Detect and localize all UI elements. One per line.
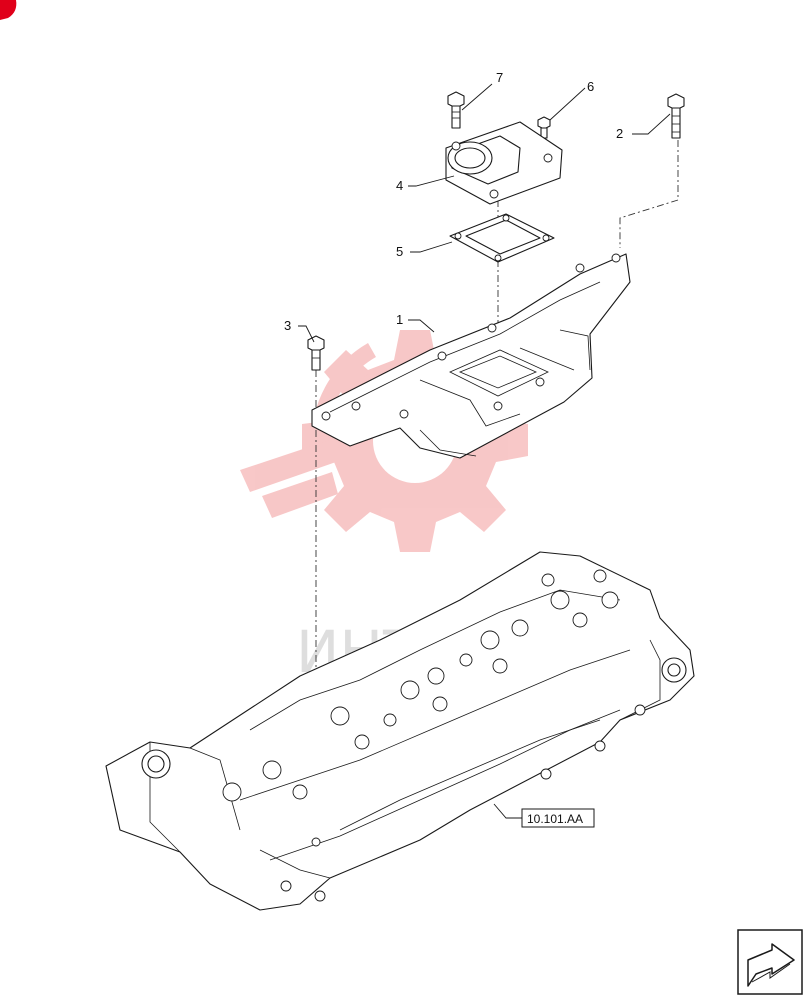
- reference-box[interactable]: 10.101.AA: [521, 808, 595, 828]
- reference-box-label: 10.101.AA: [527, 812, 583, 826]
- callout-7: 7: [496, 70, 503, 85]
- leader-lines: [298, 83, 671, 819]
- bolt-part-6: [537, 116, 551, 139]
- corner-tab-icon: [0, 0, 17, 20]
- bolt-part-3: [307, 335, 325, 371]
- gasket-part-5: [449, 213, 555, 263]
- outlet-housing-part-4: [445, 121, 563, 205]
- callout-2: 2: [616, 126, 623, 141]
- bolt-part-7: [447, 91, 465, 129]
- navigation-arrow-icon[interactable]: [737, 929, 803, 995]
- callout-1: 1: [396, 312, 403, 327]
- cylinder-head: [105, 551, 695, 911]
- callout-4: 4: [396, 178, 403, 193]
- callout-5: 5: [396, 244, 403, 259]
- bolt-part-2: [667, 93, 685, 139]
- manifold-part-1: [311, 253, 631, 459]
- callout-3: 3: [284, 318, 291, 333]
- callout-6: 6: [587, 79, 594, 94]
